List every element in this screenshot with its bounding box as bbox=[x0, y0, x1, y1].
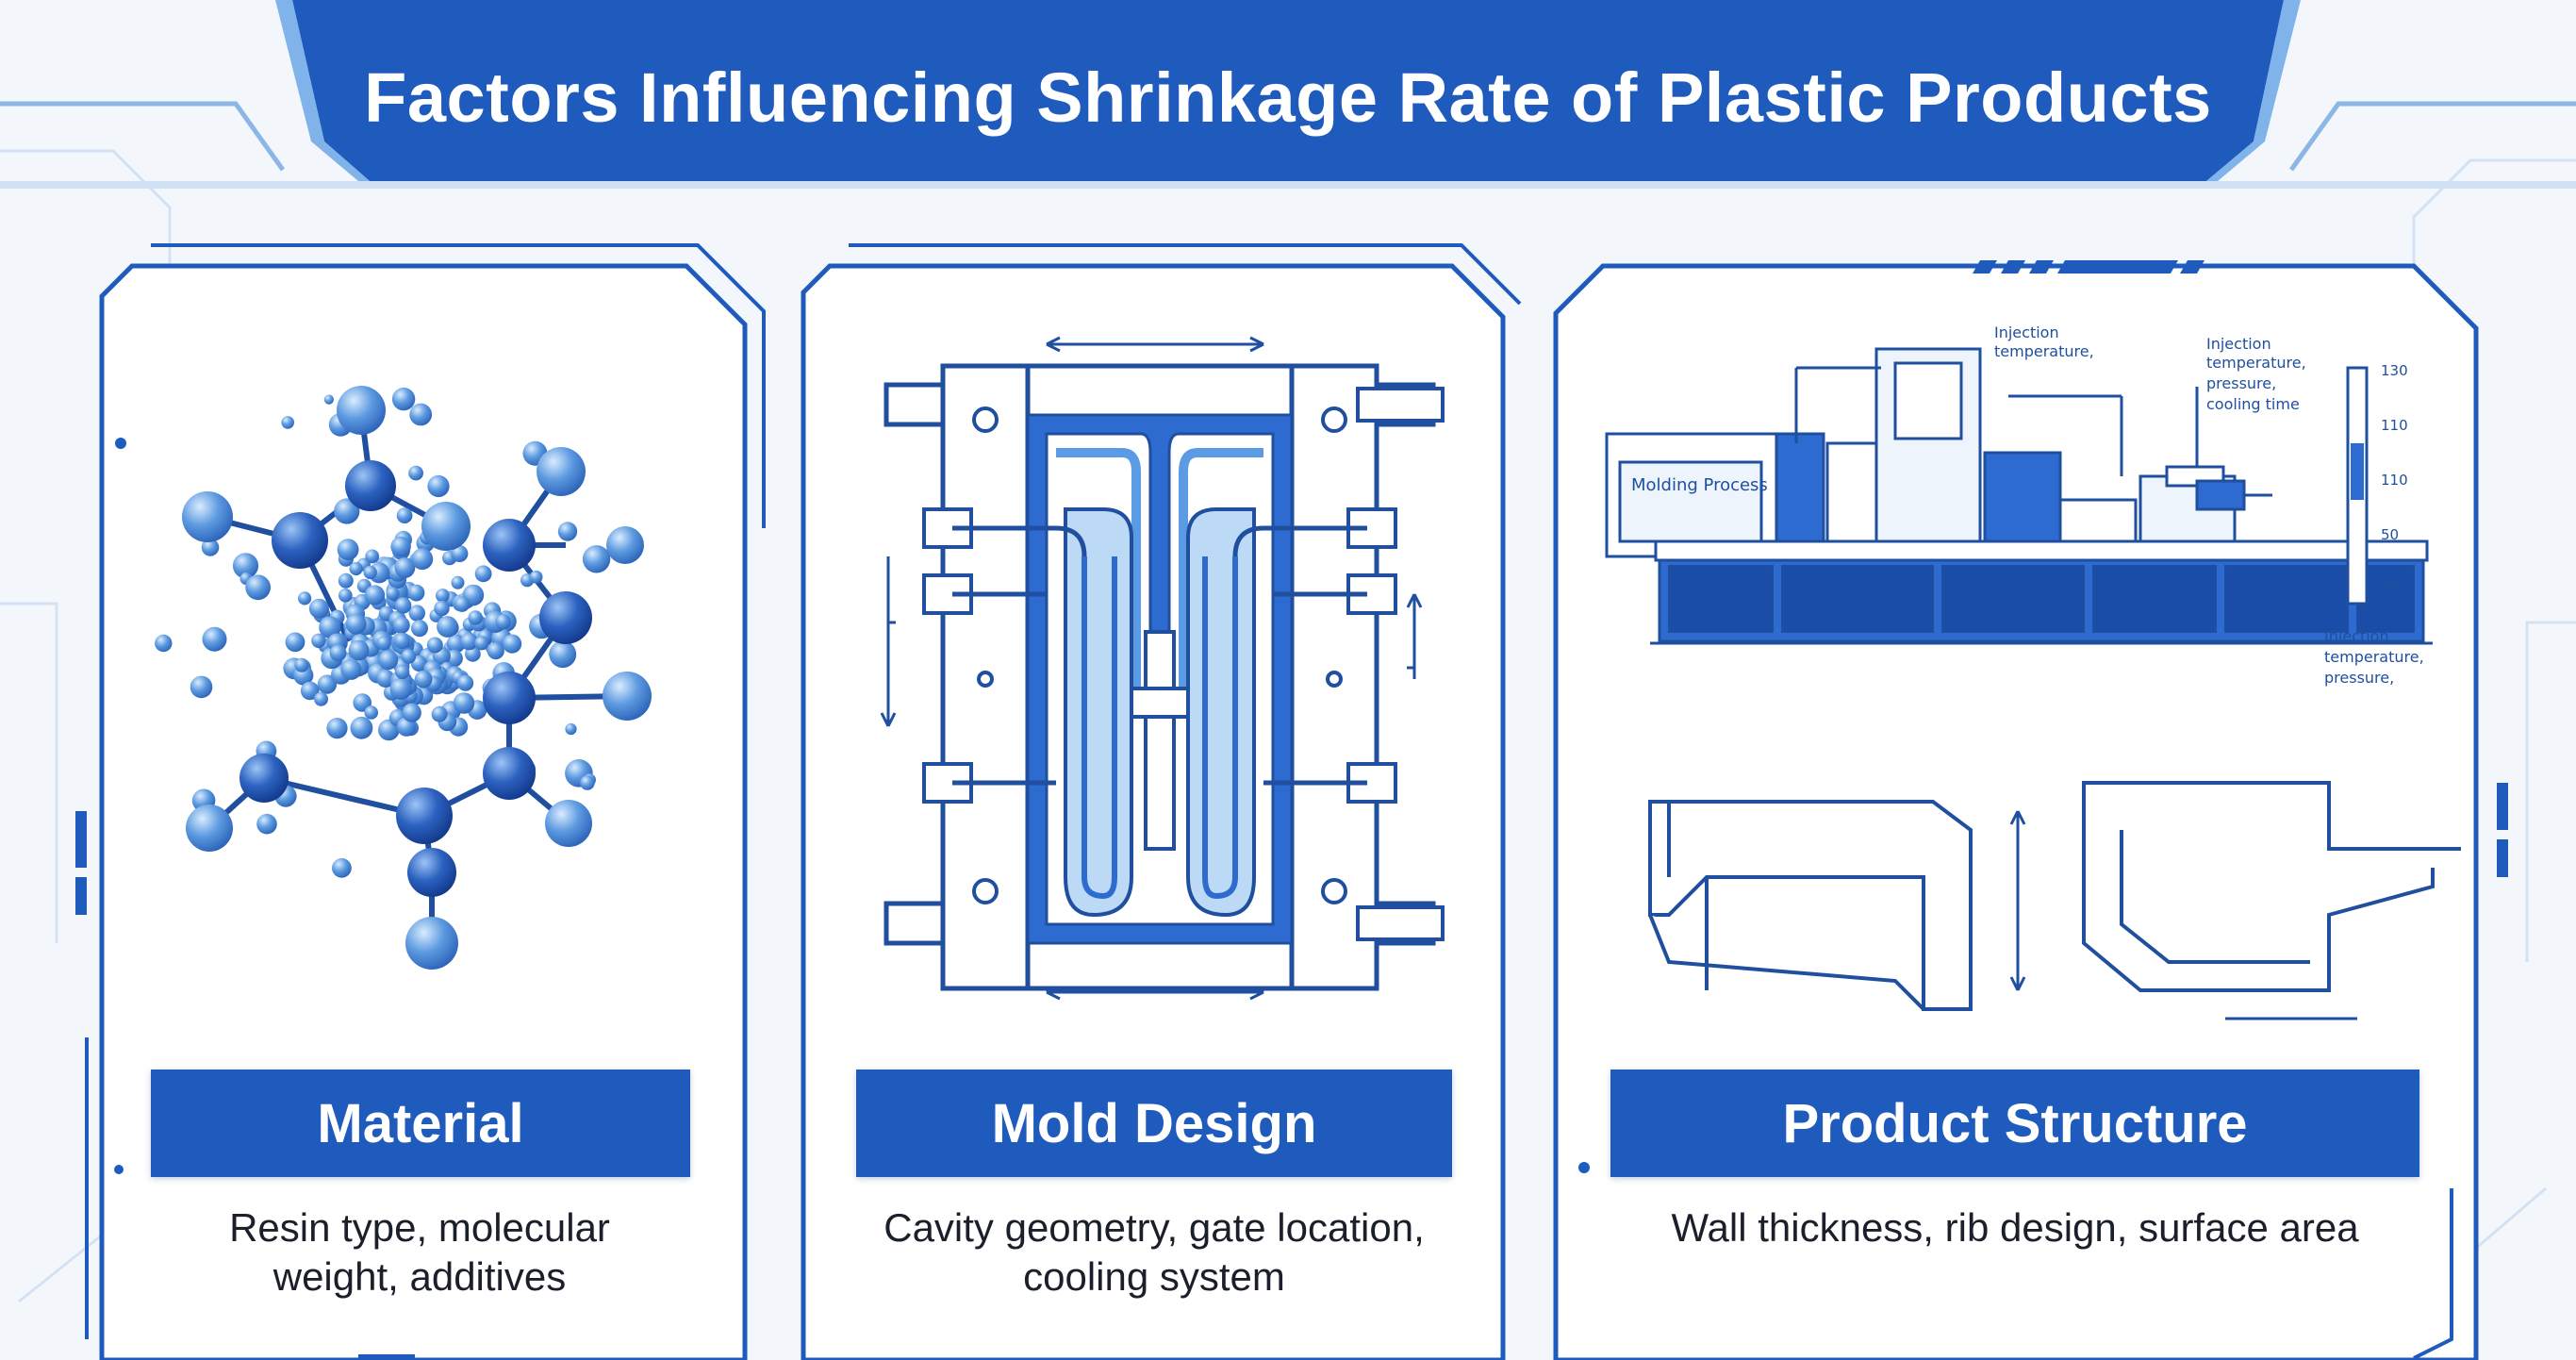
callout-right-line4: cooling time bbox=[2206, 395, 2300, 413]
callout-bottom-line2: temperature, bbox=[2324, 648, 2424, 666]
callout-bottom-line3: pressure, bbox=[2324, 669, 2394, 687]
material-description: Resin type, molecular weight, additives bbox=[229, 1205, 610, 1299]
molecule-cluster-icon bbox=[155, 386, 652, 970]
product-structure-icon bbox=[1648, 781, 2461, 1020]
machine-screen-title: Molding Process bbox=[1631, 475, 1768, 495]
mold-design-description: Cavity geometry, gate location, cooling … bbox=[883, 1205, 1425, 1299]
callout-right-line3: pressure, bbox=[2206, 374, 2276, 392]
callout-top-line1: Injection bbox=[1994, 323, 2059, 341]
callout-right-line2: temperature, bbox=[2206, 354, 2306, 372]
gauge-tick-2: 110 bbox=[2381, 472, 2408, 489]
page-title: Factors Influencing Shrinkage Rate of Pl… bbox=[364, 58, 2212, 137]
callout-right-line1: Injection bbox=[2206, 335, 2271, 353]
product-structure-label: Product Structure bbox=[1610, 1070, 2419, 1177]
product-structure-description: Wall thickness, rib design, surface area bbox=[1671, 1205, 2359, 1250]
mold-design-label: Mold Design bbox=[856, 1070, 1452, 1177]
gauge-tick-1: 110 bbox=[2381, 417, 2408, 434]
callout-top-line2: temperature, bbox=[1994, 342, 2094, 360]
gauge-tick-3: 50 bbox=[2381, 526, 2399, 543]
injection-machine-icon: Molding Process Injection temperature, I… bbox=[1605, 323, 2433, 687]
callout-bottom-line1: Injection bbox=[2324, 627, 2389, 645]
gauge-tick-0: 130 bbox=[2381, 362, 2408, 379]
mold-cross-section-icon bbox=[880, 336, 1445, 1001]
material-label: Material bbox=[151, 1070, 690, 1177]
gauge-tick-4: 00 bbox=[2381, 579, 2399, 596]
